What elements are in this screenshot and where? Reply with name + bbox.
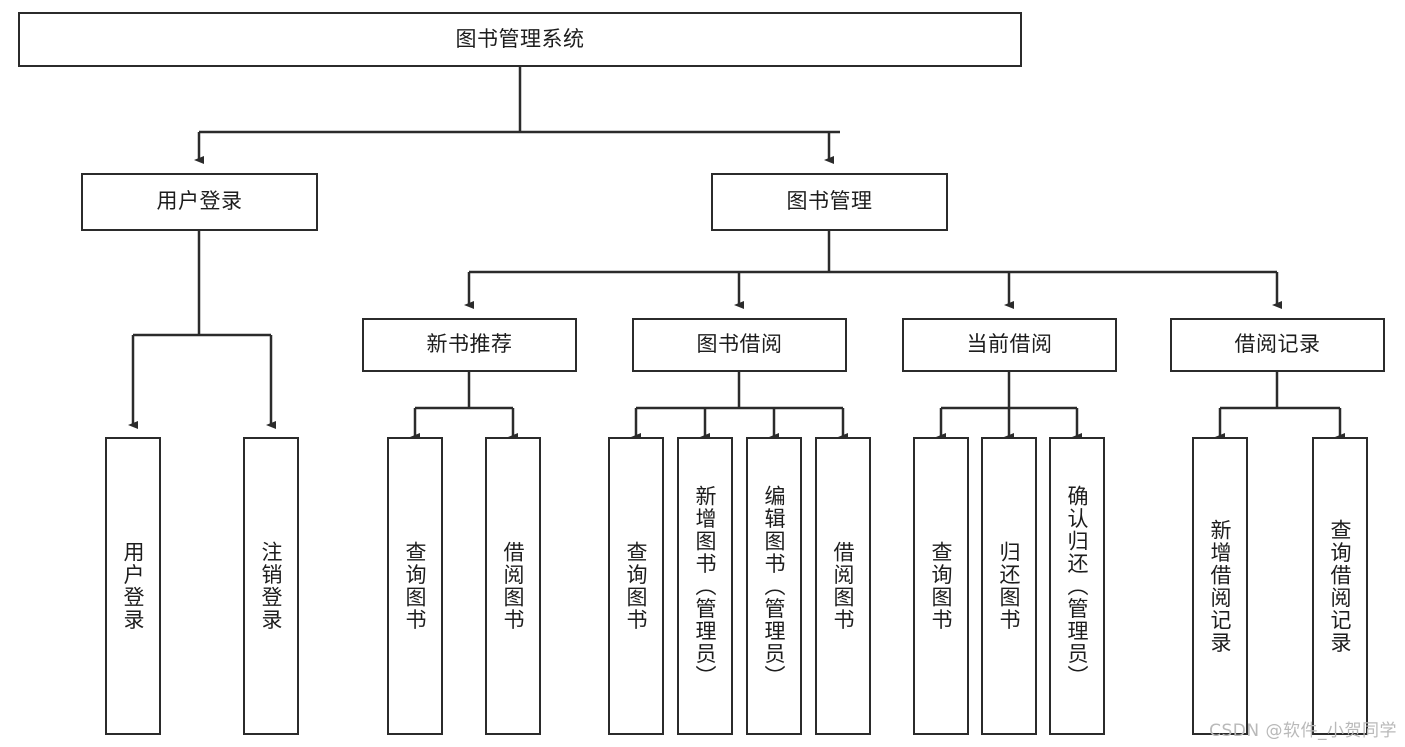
node-label: 当前借阅 (966, 332, 1053, 357)
node-user-login[interactable]: 用户登录 (81, 173, 318, 231)
node-label: 查询图书 (624, 541, 649, 631)
node-label: 查询图书 (403, 541, 428, 631)
node-label: 图书管理 (786, 189, 873, 214)
leaf-borrow-query-book[interactable]: 查询图书 (608, 437, 664, 735)
node-book-borrow[interactable]: 图书借阅 (632, 318, 847, 372)
node-label: 注销登录 (259, 541, 284, 631)
node-label: 查询借阅记录 (1328, 518, 1353, 654)
leaf-current-confirm-return[interactable]: 确认归还（管理员） (1049, 437, 1105, 735)
node-borrow-record[interactable]: 借阅记录 (1170, 318, 1385, 372)
leaf-borrow-borrow-book[interactable]: 借阅图书 (815, 437, 871, 735)
node-label: 归还图书 (997, 541, 1022, 631)
leaf-borrow-add-book[interactable]: 新增图书（管理员） (677, 437, 733, 735)
leaf-current-return-book[interactable]: 归还图书 (981, 437, 1037, 735)
leaf-new-book-borrow[interactable]: 借阅图书 (485, 437, 541, 735)
leaf-user-login-signout[interactable]: 注销登录 (243, 437, 299, 735)
node-label: 借阅图书 (501, 541, 526, 631)
node-label: 图书借阅 (696, 332, 783, 357)
node-label: 用户登录 (156, 189, 243, 214)
leaf-borrow-edit-book[interactable]: 编辑图书（管理员） (746, 437, 802, 735)
node-current-borrow[interactable]: 当前借阅 (902, 318, 1117, 372)
node-label: 新增图书（管理员） (693, 484, 718, 688)
node-label: 借阅图书 (831, 541, 856, 631)
node-label: 用户登录 (121, 541, 146, 631)
leaf-current-query-book[interactable]: 查询图书 (913, 437, 969, 735)
leaf-new-book-query[interactable]: 查询图书 (387, 437, 443, 735)
node-new-book-recommend[interactable]: 新书推荐 (362, 318, 577, 372)
node-label: 确认归还（管理员） (1065, 484, 1090, 688)
leaf-user-login-signin[interactable]: 用户登录 (105, 437, 161, 735)
leaf-record-query[interactable]: 查询借阅记录 (1312, 437, 1368, 735)
node-book-management[interactable]: 图书管理 (711, 173, 948, 231)
node-label: 查询图书 (929, 541, 954, 631)
node-book-management-system[interactable]: 图书管理系统 (18, 12, 1022, 67)
node-label: 图书管理系统 (455, 26, 585, 51)
node-label: 新增借阅记录 (1208, 518, 1233, 654)
leaf-record-add[interactable]: 新增借阅记录 (1192, 437, 1248, 735)
node-label: 新书推荐 (426, 332, 513, 357)
node-label: 编辑图书（管理员） (762, 484, 787, 688)
node-label: 借阅记录 (1234, 332, 1321, 357)
